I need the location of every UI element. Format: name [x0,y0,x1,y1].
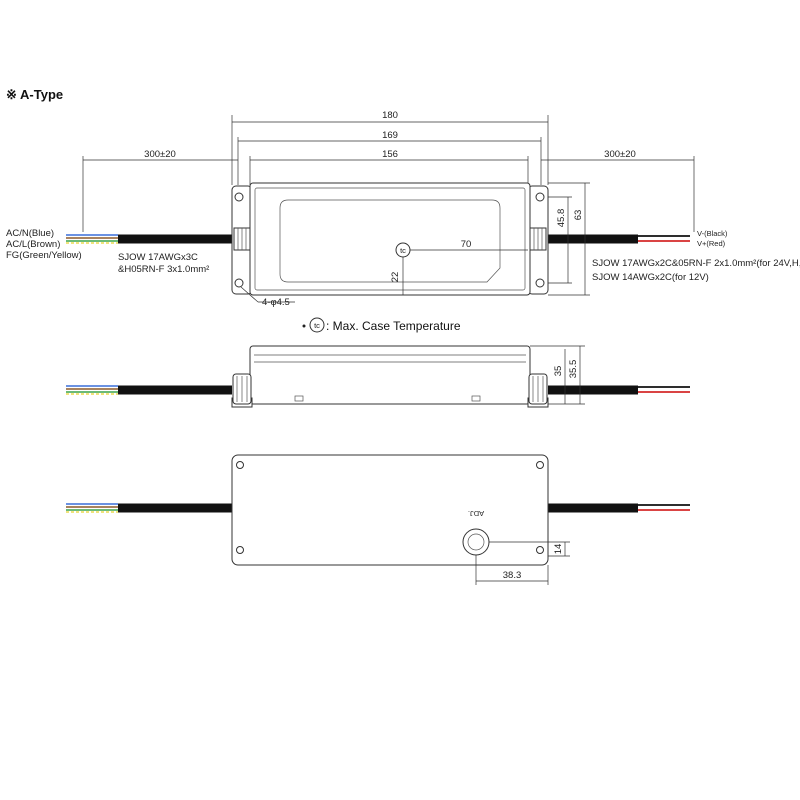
mount-hole [535,192,545,202]
dim-45-8: 45.8 [556,209,567,228]
bottom-mount-hole [236,546,244,554]
output-vpos-label: V+(Red) [697,239,726,248]
input-wires [66,234,118,244]
dim-35: 35 [553,366,564,377]
mount-hole [234,278,244,288]
input-cable-spec-2: &H05RN-F 3x1.0mm² [118,264,209,275]
mount-hole [535,278,545,288]
bottom-mount-hole [236,461,244,469]
output-cable-spec-2: SJOW 14AWGx2C(for 12V) [592,272,709,283]
top-view: 180 169 156 300±20 300±20 [6,110,800,333]
dim-70: 70 [461,239,472,250]
dim-14: 14 [553,544,564,555]
dim-35-5: 35.5 [568,360,579,379]
dim-180: 180 [382,110,398,121]
side-view: 35 35.5 [66,345,690,408]
tc-note-text: : Max. Case Temperature [326,319,461,333]
dim-156: 156 [382,149,398,160]
label-recess [279,199,501,283]
input-fg-label: FG(Green/Yellow) [6,250,82,261]
drawing-title: ※ A-Type [6,87,63,102]
bottom-case-body [231,454,549,566]
input-acn-label: AC/N(Blue) [6,228,54,239]
bottom-view: ADJ. 14 38.3 [66,454,690,585]
dim-63: 63 [573,210,584,221]
adj-label: ADJ. [468,509,484,518]
tc-note-bullet [302,324,306,328]
mount-holes-label: 4-φ4.5 [262,297,290,308]
side-input-wires [66,385,118,395]
side-output-wires [638,386,690,393]
tc-point-label: tc [400,246,406,255]
bottom-mount-hole [536,546,544,554]
input-acl-label: AC/L(Brown) [6,239,60,250]
output-vneg-label: V-(Black) [697,229,728,238]
adj-potentiometer-icon [462,528,490,556]
bottom-output-wires [638,504,690,511]
dim-169: 169 [382,130,398,141]
input-cable-spec-1: SJOW 17AWGx3C [118,252,198,263]
dim-38-3: 38.3 [503,570,522,581]
output-cable-spec-1: SJOW 17AWGx2C&05RN-F 2x1.0mm²(for 24V,H,… [592,258,800,269]
tc-note-symbol: tc [314,321,320,330]
dim-22: 22 [390,272,401,283]
output-wires [638,235,690,242]
tc-note-icon [309,317,325,333]
bottom-mount-hole [536,461,544,469]
bottom-input-wires [66,503,118,513]
mount-hole [234,192,244,202]
dim-cable-left: 300±20 [144,149,176,160]
dim-cable-right: 300±20 [604,149,636,160]
